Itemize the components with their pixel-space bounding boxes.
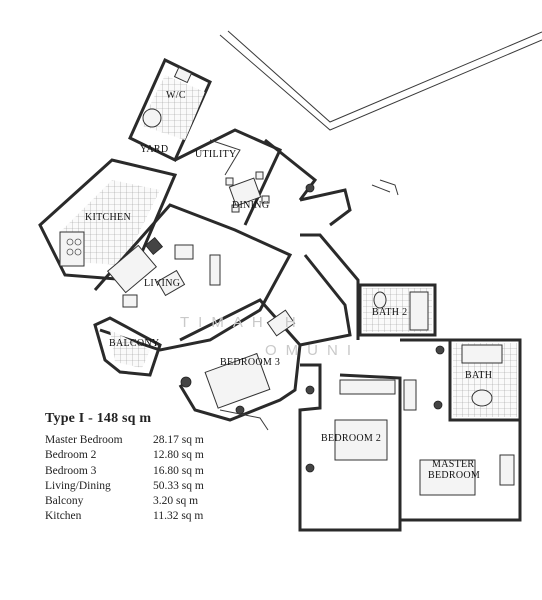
watermark-line2: OMUNI [265,342,360,359]
master-basin [471,389,493,407]
master-bedroom-block [400,338,522,522]
room-label-yard: YARD [140,144,168,155]
room-label-master-1: MASTER [432,459,474,470]
legend-row-name: Master Bedroom [45,434,123,446]
bedroom3-block [178,298,302,431]
room-label-bath: BATH [465,370,492,381]
room-label-bath2: BATH 2 [372,307,407,318]
room-label-balcony: BALCONY [109,338,159,349]
bathtub [409,291,429,331]
legend-row-value: 50.33 sq m [153,479,204,492]
site-outline [219,30,542,196]
legend-row: Kitchen 11.32 sq m [45,509,275,524]
room-label-master-2: BEDROOM [428,470,480,481]
wardrobe [339,379,396,395]
legend-row-value: 12.80 sq m [153,449,204,462]
legend-row-name: Living/Dining [45,479,111,492]
legend-row-name: Bedroom 2 [45,449,97,462]
room-label-bedroom2: BEDROOM 2 [321,433,381,444]
watermark-line1: TIMAH H [180,314,305,331]
sofa [106,244,158,294]
wc-toilet [142,108,162,128]
bed-master [419,459,476,496]
legend-row-value: 28.17 sq m [153,434,204,446]
legend-row: Master Bedroom 28.17 sq m [45,433,275,448]
dresser [499,454,515,486]
legend-row-name: Balcony [45,495,84,508]
room-label-living: LIVING [144,278,180,289]
utility-dining-block [174,128,352,227]
legend-row-value: 11.32 sq m [153,510,204,523]
plant-icon [305,385,315,395]
bed-bedroom3 [204,352,271,409]
plant-icon [180,376,192,388]
bed-bedroom2 [334,419,388,461]
kitchen-block [38,158,178,282]
legend-row: Balcony 3.20 sq m [45,494,275,509]
coffee-table [156,269,186,297]
room-label-dining: DINING [232,200,269,211]
legend-row: Living/Dining 50.33 sq m [45,479,275,494]
legend-row: Bedroom 2 12.80 sq m [45,448,275,463]
legend-row-name: Bedroom 3 [45,464,97,477]
area-legend: Type I - 148 sq m Master Bedroom 28.17 s… [45,411,275,525]
room-label-wc: W/C [166,90,186,101]
kitchen-counter [59,231,85,267]
living-block [93,203,293,352]
plant-icon [305,463,315,473]
dining-table [225,171,270,213]
bedroom2-block [298,363,402,532]
wc-basin [173,66,193,84]
room-label-kitchen: KITCHEN [85,212,131,223]
side-chair [122,294,138,308]
legend-title: Type I - 148 sq m [45,411,152,426]
armchair [174,244,194,260]
plant-icon [433,400,443,410]
legend-row: Bedroom 3 16.80 sq m [45,464,275,479]
room-label-utility: UTILITY [195,149,237,160]
balcony-block [93,316,162,377]
legend-row-value: 16.80 sq m [153,464,204,477]
legend-row-value: 3.20 sq m [153,495,199,508]
tv-console [209,254,221,286]
plant-icon [435,345,445,355]
master-bathtub [461,344,503,364]
bath2-toilet [373,291,387,309]
room-label-bedroom3: BEDROOM 3 [220,357,280,368]
master-wardrobe [403,379,417,411]
bath2-block [358,283,437,337]
corridor [299,233,360,347]
legend-row-name: Kitchen [45,510,82,523]
plant-icon [305,183,315,193]
